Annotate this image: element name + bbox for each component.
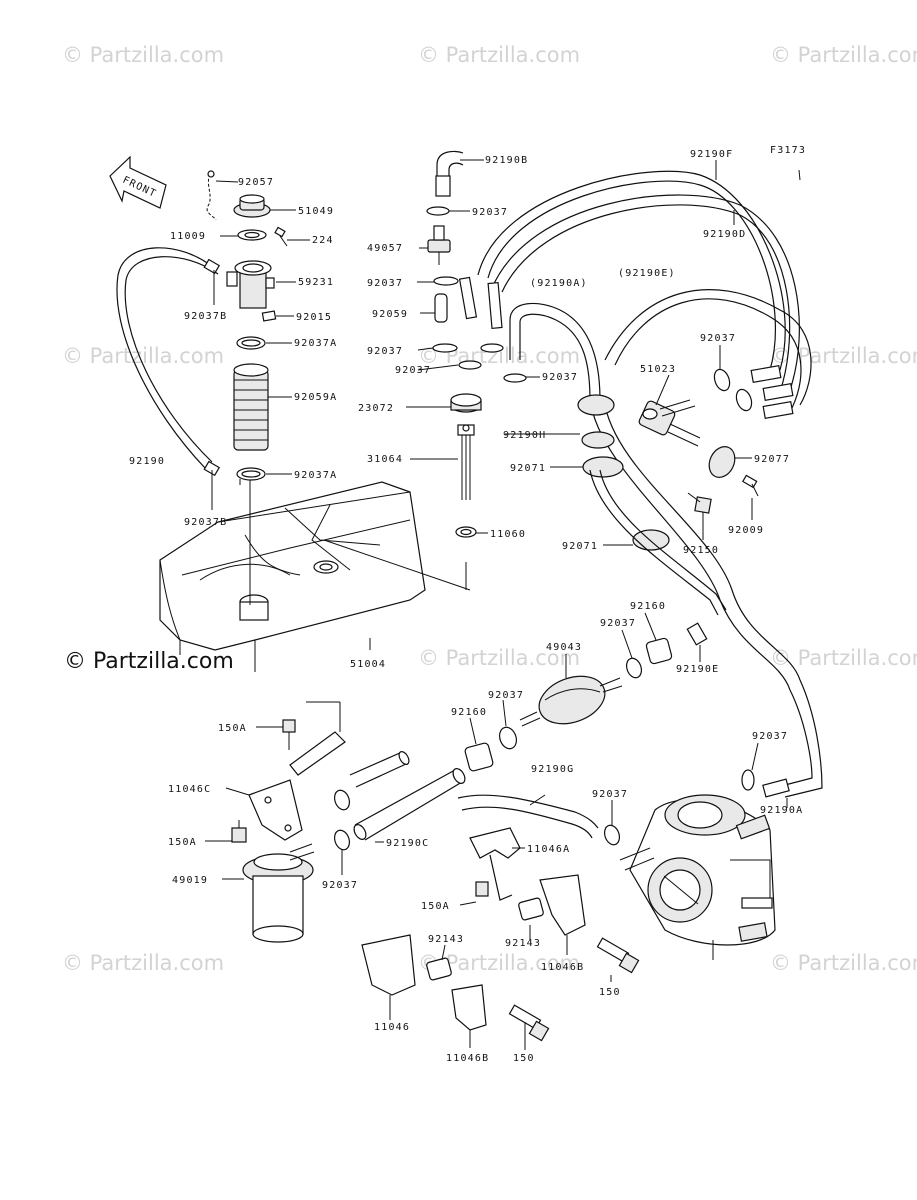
- figure-code: F3173: [770, 145, 806, 156]
- part-label: 224: [312, 235, 334, 246]
- hose-clamp-brackets: [361, 827, 640, 1042]
- part-label: 92190B: [485, 155, 528, 166]
- part-label: 92009: [728, 525, 764, 536]
- part-label: 92037: [700, 333, 736, 344]
- part-label: 92037: [367, 278, 403, 289]
- watermark: © Partzilla.com: [770, 344, 917, 368]
- part-label: 51049: [298, 206, 334, 217]
- part-label: 150A: [421, 901, 450, 912]
- part-label: 92037A: [294, 470, 337, 481]
- fuel-tank: [159, 481, 426, 672]
- part-label: 92037: [542, 372, 578, 383]
- part-label: 92037: [395, 365, 431, 376]
- part-label: 92190A: [760, 805, 803, 816]
- carburetor: [619, 794, 776, 946]
- part-label: 92071: [562, 541, 598, 552]
- part-label: 92190C: [386, 838, 429, 849]
- part-label: 23072: [358, 403, 394, 414]
- part-label: 11046A: [527, 844, 570, 855]
- part-label: 11046C: [168, 784, 211, 795]
- part-label: 92057: [238, 177, 274, 188]
- part-label: 92190D: [703, 229, 746, 240]
- part-label: 150A: [168, 837, 197, 848]
- part-label: 51023: [640, 364, 676, 375]
- fuel-cock-group: [577, 368, 801, 691]
- watermark-primary: © Partzilla.com: [64, 649, 234, 674]
- part-label: 92037A: [294, 338, 337, 349]
- filler-neck-group: [116, 170, 288, 481]
- leader-lines: [205, 159, 801, 1050]
- long-hoses: [458, 170, 812, 420]
- part-label: 59231: [298, 277, 334, 288]
- watermarks: © Partzilla.com © Partzilla.com © Partzi…: [62, 43, 917, 975]
- watermark: © Partzilla.com: [418, 43, 580, 67]
- watermark: © Partzilla.com: [770, 43, 917, 67]
- part-label: 92160: [630, 601, 666, 612]
- fuel-filter: [242, 843, 315, 943]
- part-label: 92037: [472, 207, 508, 218]
- part-label: 92190G: [531, 764, 574, 775]
- center-fuel-stack: [426, 150, 527, 538]
- front-arrow-icon: FRONT: [109, 155, 167, 209]
- watermark: © Partzilla.com: [770, 951, 917, 975]
- part-label: 92015: [296, 312, 332, 323]
- part-label: 92037B: [184, 517, 227, 528]
- part-label: 150A: [218, 723, 247, 734]
- part-label: 92190: [129, 456, 165, 467]
- part-label: 49057: [367, 243, 403, 254]
- part-label: (92190E): [618, 268, 676, 279]
- cap-strap: [206, 173, 217, 221]
- watermark: © Partzilla.com: [418, 646, 580, 670]
- watermark: © Partzilla.com: [62, 43, 224, 67]
- part-label: 92059A: [294, 392, 337, 403]
- part-label: 92190E: [676, 664, 719, 675]
- part-label: 11046B: [446, 1053, 489, 1064]
- part-label: 11060: [490, 529, 526, 540]
- part-label: 92190H: [503, 430, 546, 441]
- part-label: 92071: [510, 463, 546, 474]
- part-label: 31064: [367, 454, 403, 465]
- watermark: © Partzilla.com: [62, 951, 224, 975]
- part-label: 92037: [752, 731, 788, 742]
- part-label: 92037: [367, 346, 403, 357]
- part-label: 11046B: [541, 962, 584, 973]
- part-label: 92190F: [690, 149, 733, 160]
- filler-bellows-hose: [233, 363, 269, 451]
- watermark: © Partzilla.com: [770, 646, 917, 670]
- part-label: 49043: [546, 642, 582, 653]
- part-label: 92150: [683, 545, 719, 556]
- part-label: 150: [599, 987, 621, 998]
- part-label: 92037: [322, 880, 358, 891]
- part-label: 92059: [372, 309, 408, 320]
- part-label: 92160: [451, 707, 487, 718]
- cable-bracket-group: [231, 719, 346, 843]
- part-label: 150: [513, 1053, 535, 1064]
- primer-bulb-group: [464, 622, 708, 772]
- part-label: 92037: [488, 690, 524, 701]
- part-label: 92143: [428, 934, 464, 945]
- part-label: 92143: [505, 938, 541, 949]
- part-label: 92037: [600, 618, 636, 629]
- vent-hose: [116, 247, 215, 469]
- lower-hoses: [333, 751, 599, 851]
- part-labels: 92190B 92190F 92057 92037 51049 11009 22…: [129, 149, 803, 1064]
- part-label: 49019: [172, 875, 208, 886]
- part-label: (92190A): [530, 278, 588, 289]
- part-label: 92037: [592, 789, 628, 800]
- part-label: 92037B: [184, 311, 227, 322]
- part-label: 11046: [374, 1022, 410, 1033]
- part-label: 11009: [170, 231, 206, 242]
- part-label: 51004: [350, 659, 386, 670]
- part-label: 92077: [754, 454, 790, 465]
